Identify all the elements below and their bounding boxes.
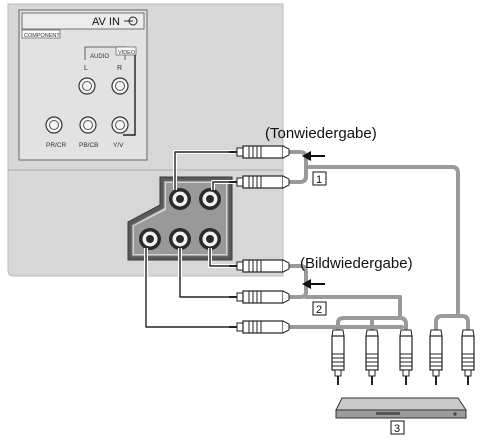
yv-label: Y/V: [113, 142, 124, 149]
rca-plug: [229, 320, 290, 334]
closeup-pb-jack: [169, 228, 191, 250]
marker-audio: 1: [312, 171, 327, 186]
pb-label: PB/CB: [79, 142, 99, 149]
component-label: COMPONENT: [24, 33, 60, 39]
rca-plug: [229, 175, 290, 189]
audio-right-label: R: [117, 65, 122, 72]
rca-plug: [399, 329, 413, 385]
arrow-into-circle-icon: [124, 16, 138, 26]
video-playback-label: (Bildwiedergabe): [300, 255, 413, 272]
audio-playback-label: (Tonwiedergabe): [265, 125, 377, 142]
rca-plug: [429, 329, 443, 385]
terminal-closeup: [127, 176, 233, 261]
left-arrow-icon: [302, 151, 325, 161]
yv-jack: [111, 116, 129, 134]
closeup-audio-right-jack: [199, 188, 221, 210]
audio-right-jack: [111, 77, 129, 95]
audio-left-label: L: [84, 65, 88, 72]
rca-plugs-down: [331, 329, 475, 385]
svg-text:1: 1: [316, 174, 322, 186]
rca-plug: [461, 329, 475, 385]
rca-plug: [229, 259, 290, 273]
rca-plug: [229, 290, 290, 304]
rca-plug: [331, 329, 345, 385]
marker-video: 2: [312, 301, 327, 316]
svg-text:2: 2: [316, 304, 322, 316]
audio-label: AUDIO: [90, 54, 109, 60]
closeup-pr-jack: [139, 228, 161, 250]
pb-jack: [79, 116, 97, 134]
closeup-audio-left-jack: [169, 188, 191, 210]
rca-plug: [229, 145, 290, 159]
pr-label: PR/CR: [46, 142, 67, 149]
marker-device: 3: [390, 420, 405, 435]
closeup-yv-jack: [199, 228, 221, 250]
left-arrow-icon: [302, 279, 325, 289]
signal-wires: [144, 150, 235, 329]
rca-plug: [365, 329, 379, 385]
disc-player-icon: [335, 397, 467, 419]
cable-bundles: [287, 150, 470, 332]
pr-jack: [45, 116, 63, 134]
av-in-terminal-plate: AV IN COMPONENT AUDIO VIDEO L R: [18, 9, 148, 161]
video-label: VIDEO: [118, 50, 136, 56]
rca-plugs-left: [229, 145, 290, 334]
svg-text:3: 3: [394, 423, 400, 435]
audio-left-jack: [78, 77, 96, 95]
av-in-title: AV IN: [92, 16, 120, 28]
